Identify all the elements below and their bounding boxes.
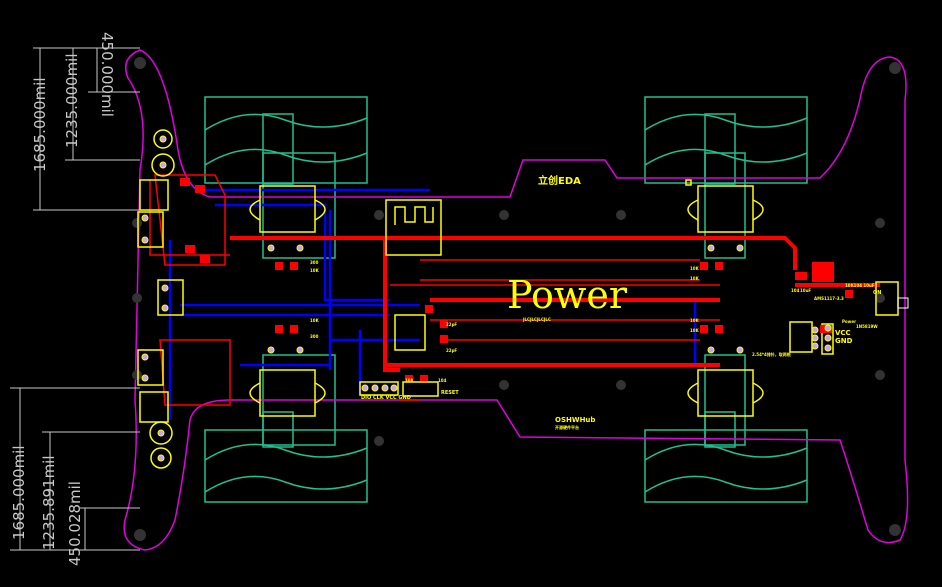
resistor-label: 300: [310, 260, 319, 265]
power-subtitle: JLCJLCJLCJLC: [522, 317, 551, 322]
motor-top-right: [644, 96, 808, 185]
pads: [180, 178, 853, 381]
on-label: ON: [873, 290, 881, 296]
through-holes: [141, 135, 832, 462]
header-note: 2.54*4排针，取两根: [752, 351, 791, 357]
resistor-label: 10K: [690, 318, 700, 323]
resistor-label: 10K: [690, 276, 700, 281]
header-pin-labels: DIO CLK VCC GND: [361, 395, 411, 401]
oshwhub-logo: OSHWHub: [555, 416, 595, 424]
silkscreen-components: [137, 129, 899, 469]
resistor-label: 10K: [690, 266, 700, 271]
oshwhub-subtitle: 开源硬件平台: [555, 424, 579, 430]
vcc-label: VCC: [835, 329, 851, 337]
reset-res-label: 10K: [405, 378, 415, 383]
motor-bottom-left: [204, 411, 368, 503]
dimension-label: 1685.000mil: [31, 77, 49, 172]
resistor-label: 10K: [310, 268, 320, 273]
diode-label: 1N5819W: [856, 324, 878, 329]
dimension-label: 450.000mil: [98, 32, 116, 117]
dimension-label: 1685.000mil: [10, 445, 28, 540]
reset-label: RESET: [441, 390, 459, 396]
motor-bottom-right: [644, 411, 808, 503]
resistor-label: 300: [310, 334, 319, 339]
cap-104-label: 104: [791, 288, 800, 293]
dimension-label: 1235.891mil: [40, 455, 58, 550]
gnd-label: GND: [835, 337, 853, 345]
motor-footprints: [204, 96, 808, 503]
dimension-label: 450.028mil: [66, 481, 84, 566]
reset-cap-label: 104: [438, 378, 447, 383]
dimension-label: 1235.000mil: [63, 53, 81, 148]
resistor-label: 10K: [690, 328, 700, 333]
mounting-holes: [132, 57, 901, 541]
dimension-lines: [10, 47, 140, 551]
motor-top-left: [204, 96, 368, 185]
regulator-label: AMS1117-3.3: [814, 296, 844, 301]
crystal-cap-label: 22pF: [446, 322, 457, 327]
resistor-label: 10K: [310, 318, 320, 323]
power-led-label: Power: [842, 319, 856, 324]
crystal-cap-label: 22pF: [446, 348, 457, 353]
switch-outline: [897, 297, 909, 309]
power-title: Power: [507, 273, 628, 317]
cap-10uf-label: 10uF: [800, 288, 811, 293]
board-outline: [123, 49, 909, 551]
lceda-logo: 立创EDA: [538, 174, 581, 187]
cap-row-label: 10K104 10uF: [845, 283, 875, 288]
